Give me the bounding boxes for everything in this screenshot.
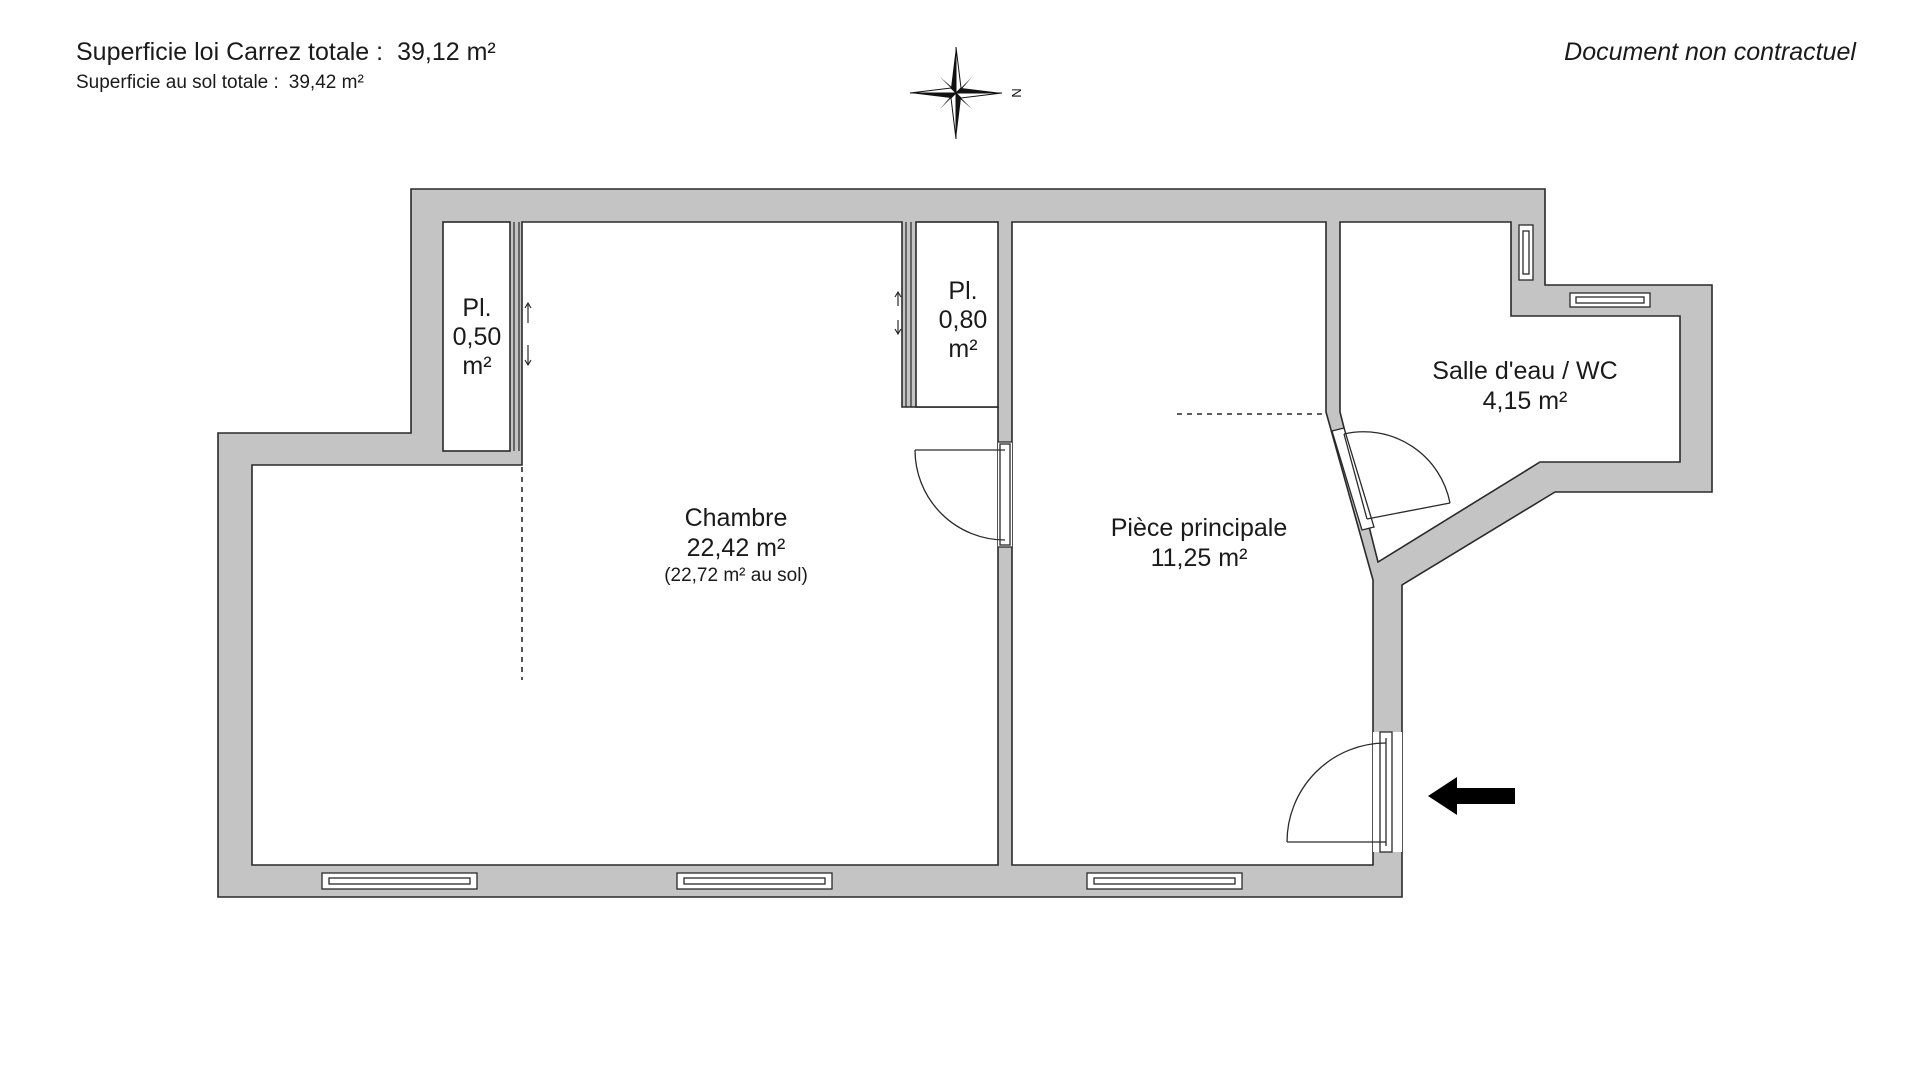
- door-salle-eau: [1331, 427, 1451, 531]
- carrez-area-line: Superficie loi Carrez totale : 39,12 m²: [76, 38, 496, 67]
- placard-right-label-3: m²: [948, 335, 977, 363]
- chambre-name: Chambre: [685, 504, 788, 532]
- label-piece-principale: Pièce principale 11,25 m²: [1111, 514, 1288, 572]
- label-chambre: Chambre 22,42 m² (22,72 m² au sol): [664, 504, 808, 586]
- floor-area-value: 39,42 m²: [288, 72, 364, 93]
- window-chambre-right: [676, 872, 833, 890]
- salle-eau-area: 4,15 m²: [1483, 387, 1568, 415]
- room-chambre: [251, 221, 999, 866]
- label-salle-eau: Salle d'eau / WC 4,15 m²: [1432, 357, 1617, 415]
- door-chambre: [914, 441, 1012, 548]
- sliding-door-placard-left: [513, 222, 532, 451]
- disclaimer-text: Document non contractuel: [1564, 38, 1856, 66]
- piece-principale-area: 11,25 m²: [1151, 544, 1248, 572]
- window-salle-eau-horizontal: [1569, 292, 1651, 308]
- placard-left-label-3: m²: [462, 352, 491, 380]
- door-entrance: [1286, 731, 1402, 853]
- carrez-area-value: 39,12 m²: [397, 38, 496, 66]
- floor-area-line: Superficie au sol totale : 39,42 m²: [76, 72, 364, 94]
- floor-area-label: Superficie au sol totale :: [76, 72, 279, 93]
- room-placard-left: [442, 221, 511, 452]
- window-salle-eau-vertical: [1518, 224, 1534, 281]
- placard-left-label-2: 0,50: [453, 323, 502, 351]
- chambre-floor-area: (22,72 m² au sol): [664, 565, 808, 586]
- chambre-area: 22,42 m²: [687, 534, 786, 562]
- compass-rose-icon: N: [909, 46, 1024, 140]
- placard-right-label-2: 0,80: [939, 306, 988, 334]
- window-chambre-left: [321, 872, 478, 890]
- window-piece-principale: [1086, 872, 1243, 890]
- sliding-door-placard-right: [894, 222, 912, 407]
- label-placard-right: Pl. 0,80 m²: [939, 277, 988, 363]
- entrance-arrow-icon: [1428, 777, 1515, 815]
- placard-left-label-1: Pl.: [462, 294, 491, 322]
- room-placard-right: [915, 221, 999, 408]
- label-placard-left: Pl. 0,50 m²: [453, 294, 502, 380]
- salle-eau-name: Salle d'eau / WC: [1432, 357, 1617, 385]
- room-piece-principale: [1011, 221, 1374, 866]
- compass-north-label: N: [1009, 88, 1024, 97]
- piece-principale-name: Pièce principale: [1111, 514, 1288, 542]
- placard-right-label-1: Pl.: [948, 277, 977, 305]
- carrez-area-label: Superficie loi Carrez totale :: [76, 38, 384, 66]
